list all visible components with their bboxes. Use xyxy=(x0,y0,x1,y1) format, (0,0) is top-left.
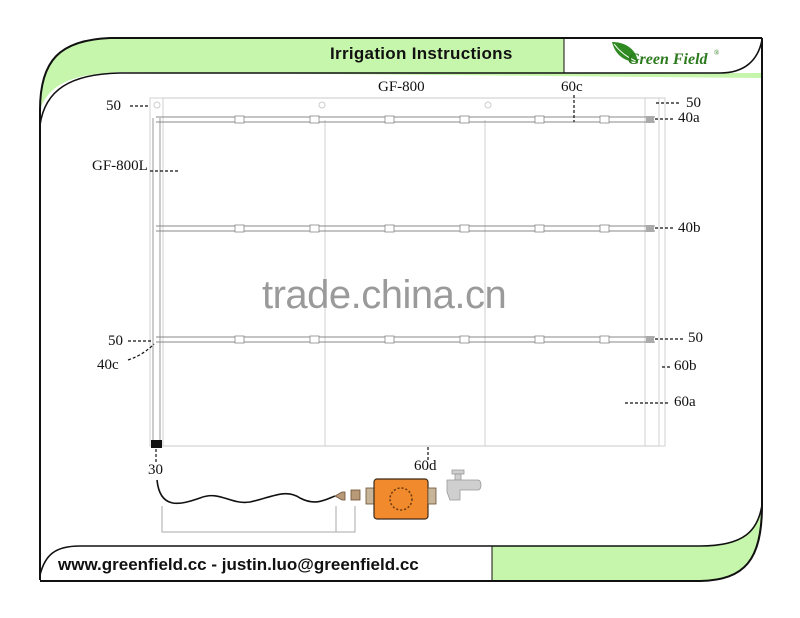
faucet-icon xyxy=(446,469,482,501)
label-40a: 40a xyxy=(678,110,700,126)
model-label-side: GF-800L xyxy=(92,158,148,174)
label-60d: 60d xyxy=(414,458,437,474)
label-60a: 60a xyxy=(674,394,696,410)
registered-mark: ® xyxy=(714,49,720,57)
leaf-logo-icon xyxy=(612,42,639,63)
footer-contact: www.greenfield.cc - justin.luo@greenfiel… xyxy=(58,555,419,574)
label-50-top-left: 50 xyxy=(106,98,121,114)
label-50-top-right: 50 xyxy=(686,95,701,111)
label-40b: 40b xyxy=(678,220,701,236)
label-40c: 40c xyxy=(97,357,119,373)
label-60c: 60c xyxy=(561,79,583,95)
watermark: trade.china.cn xyxy=(262,273,507,317)
timer-icon xyxy=(373,478,429,520)
brand-logo-text: Green Field xyxy=(628,51,708,68)
label-50-mid-left: 50 xyxy=(108,333,123,349)
page-title: Irrigation Instructions xyxy=(330,44,513,63)
model-label-top: GF-800 xyxy=(378,79,425,95)
label-30: 30 xyxy=(148,462,163,478)
label-60b: 60b xyxy=(674,358,697,374)
label-50-mid-right: 50 xyxy=(688,330,703,346)
